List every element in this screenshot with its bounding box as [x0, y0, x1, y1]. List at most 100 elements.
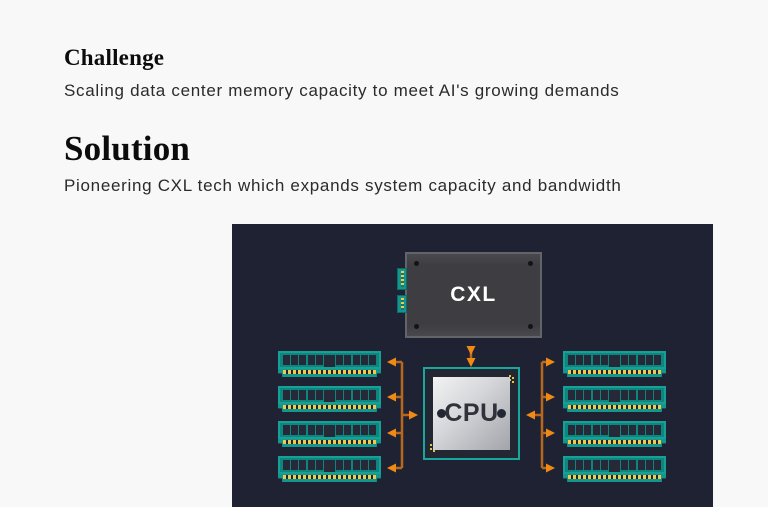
memory-chip	[645, 425, 653, 435]
cxl-label: CXL	[450, 283, 497, 306]
memory-column-left	[278, 351, 381, 482]
memory-chip	[291, 460, 299, 470]
memory-chip	[576, 390, 584, 400]
memory-chip	[291, 425, 299, 435]
screw-icon	[414, 261, 419, 266]
memory-chip	[344, 460, 352, 470]
ram-module-icon	[563, 456, 666, 482]
memory-chip	[291, 390, 299, 400]
connector-pins	[401, 298, 404, 310]
memory-chip	[600, 355, 608, 365]
die-notch	[437, 408, 446, 418]
memory-chip	[600, 425, 608, 435]
ram-body	[278, 386, 381, 404]
memory-chip	[608, 355, 620, 367]
memory-chip	[299, 425, 307, 435]
memory-chip	[576, 425, 584, 435]
ram-gold-pins	[283, 475, 376, 479]
ram-flange	[563, 369, 666, 377]
memory-chip	[344, 355, 352, 365]
memory-chip	[315, 355, 323, 365]
screw-icon	[528, 261, 533, 266]
memory-chip	[344, 390, 352, 400]
ram-body	[563, 386, 666, 404]
memory-chip	[653, 460, 661, 470]
solution-heading: Solution	[64, 129, 191, 168]
memory-chip	[608, 425, 620, 437]
memory-chip	[291, 355, 299, 365]
memory-chip	[637, 390, 645, 400]
ram-module-icon	[278, 421, 381, 447]
memory-chip	[299, 390, 307, 400]
memory-chip	[576, 460, 584, 470]
memory-chip	[352, 460, 360, 470]
cpu-die: CPU	[433, 377, 510, 450]
memory-chip	[568, 425, 575, 435]
memory-chip	[368, 425, 376, 435]
memory-chip	[323, 425, 335, 437]
ram-gold-pins	[283, 370, 376, 374]
ram-gold-pins	[568, 405, 661, 409]
memory-chip	[621, 390, 629, 400]
memory-chip	[653, 390, 661, 400]
memory-chip	[584, 425, 592, 435]
ram-gold-pins	[568, 475, 661, 479]
memory-chip	[629, 390, 637, 400]
cxl-module: CXL	[397, 252, 542, 338]
memory-chip	[360, 425, 368, 435]
memory-chip	[576, 355, 584, 365]
memory-chip	[352, 390, 360, 400]
memory-chip	[653, 425, 661, 435]
memory-chip	[352, 425, 360, 435]
memory-chip	[629, 460, 637, 470]
ram-body	[563, 351, 666, 369]
ram-flange	[563, 474, 666, 482]
memory-chip	[653, 355, 661, 365]
memory-chip	[584, 460, 592, 470]
memory-chip	[360, 460, 368, 470]
memory-chip	[360, 355, 368, 365]
memory-chip	[323, 355, 335, 367]
memory-chip	[629, 425, 637, 435]
memory-chip	[299, 355, 307, 365]
memory-chip	[645, 460, 653, 470]
memory-chip	[283, 355, 290, 365]
memory-chip	[608, 460, 620, 472]
screw-icon	[414, 324, 419, 329]
memory-chip	[584, 390, 592, 400]
ram-gold-pins	[568, 440, 661, 444]
memory-chip	[336, 355, 344, 365]
memory-chip	[323, 390, 335, 402]
memory-chip	[592, 355, 600, 365]
solution-description: Pioneering CXL tech which expands system…	[64, 176, 622, 195]
ram-module-icon	[278, 351, 381, 377]
memory-chip	[315, 425, 323, 435]
ram-flange	[278, 369, 381, 377]
memory-chip	[283, 460, 290, 470]
ram-body	[278, 421, 381, 439]
ram-gold-pins	[568, 370, 661, 374]
memory-chip	[637, 425, 645, 435]
ram-body	[563, 421, 666, 439]
memory-chip	[307, 425, 315, 435]
memory-chip	[592, 425, 600, 435]
memory-chip	[283, 390, 290, 400]
ram-module-icon	[278, 456, 381, 482]
memory-chip	[600, 460, 608, 470]
memory-chip	[368, 390, 376, 400]
memory-chip	[368, 460, 376, 470]
memory-chip	[629, 355, 637, 365]
connector-pins	[401, 271, 404, 287]
cpu-chip: CPU	[423, 367, 520, 460]
memory-chip	[592, 460, 600, 470]
memory-chip	[315, 390, 323, 400]
memory-chip	[336, 425, 344, 435]
memory-chip	[645, 390, 653, 400]
solder-pads-icon	[509, 375, 511, 377]
ram-flange	[278, 404, 381, 412]
memory-chip	[323, 460, 335, 472]
memory-column-right	[563, 351, 666, 482]
memory-chip	[637, 355, 645, 365]
ram-body	[278, 456, 381, 474]
edge-connector-icon	[397, 295, 407, 313]
